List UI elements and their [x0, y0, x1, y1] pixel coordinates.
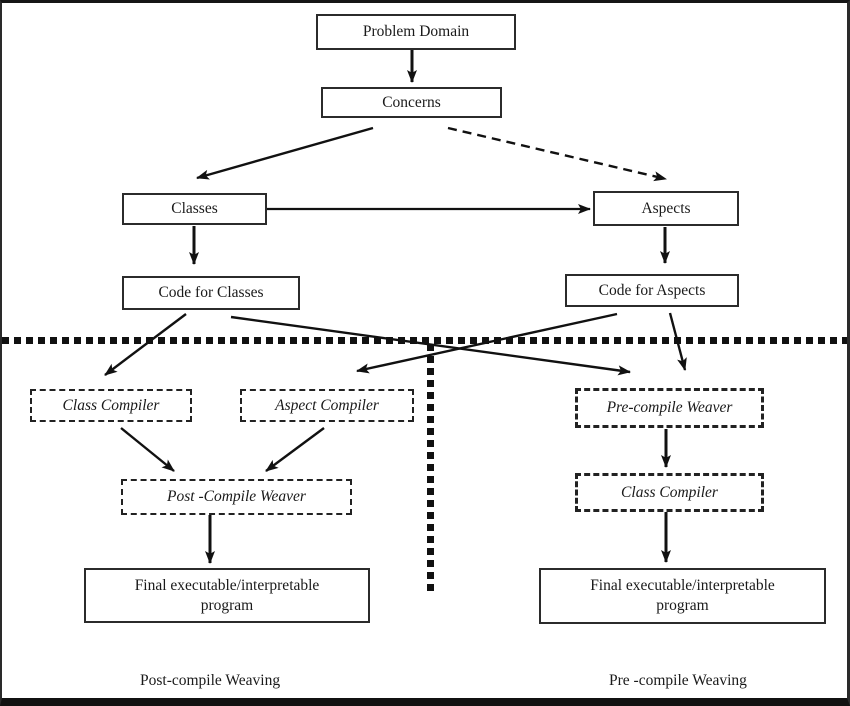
arrow-aspectcompiler-to-postweaver: [265, 427, 325, 472]
node-code-for-aspects-label: Code for Aspects: [598, 281, 706, 299]
node-class-compiler-left-label: Class Compiler: [62, 396, 160, 414]
node-code-for-classes: Code for Classes: [122, 276, 300, 310]
node-post-compile-weaver: Post -Compile Weaver: [121, 479, 352, 515]
node-problem-domain: Problem Domain: [316, 14, 516, 50]
arrow-codeclasses-to-classcompiler: [104, 313, 187, 376]
node-classes-label: Classes: [171, 200, 218, 217]
node-code-for-aspects: Code for Aspects: [565, 274, 739, 307]
node-final-program-left-line2: program: [200, 596, 254, 614]
node-aspects-label: Aspects: [641, 199, 691, 217]
arrow-concerns-to-classes: [196, 126, 374, 180]
node-final-program-left: Final executable/interpretable program: [84, 568, 370, 623]
caption-post-compile-weaving: Post-compile Weaving: [140, 672, 281, 689]
arrow-concerns-to-aspects: [447, 126, 667, 182]
node-aspect-compiler: Aspect Compiler: [240, 389, 414, 422]
node-class-compiler-right: Class Compiler: [575, 473, 764, 512]
node-aspects: Aspects: [593, 191, 739, 226]
node-concerns: Concerns: [321, 87, 502, 118]
node-problem-domain-label: Problem Domain: [362, 23, 470, 40]
phase-divider-horizontal: [2, 337, 847, 344]
caption-pre-compile-weaving: Pre -compile Weaving: [609, 672, 747, 689]
node-pre-compile-weaver: Pre-compile Weaver: [575, 388, 764, 428]
node-class-compiler-right-label: Class Compiler: [621, 483, 718, 501]
node-final-program-left-line1: Final executable/interpretable: [134, 576, 320, 594]
node-code-for-classes-label: Code for Classes: [158, 284, 264, 301]
node-class-compiler-left: Class Compiler: [30, 389, 192, 422]
node-final-program-right-line2: program: [656, 597, 709, 614]
node-concerns-label: Concerns: [382, 93, 441, 111]
node-final-program-right-line1: Final executable/interpretable: [590, 577, 775, 594]
node-post-compile-weaver-label: Post -Compile Weaver: [167, 488, 306, 505]
phase-divider-vertical: [427, 344, 434, 592]
node-pre-compile-weaver-label: Pre-compile Weaver: [606, 399, 733, 416]
node-aspect-compiler-label: Aspect Compiler: [275, 396, 379, 414]
node-classes: Classes: [122, 193, 267, 225]
node-final-program-right: Final executable/interpretable program: [539, 568, 826, 624]
arrow-classcompiler-to-postweaver: [120, 427, 175, 472]
